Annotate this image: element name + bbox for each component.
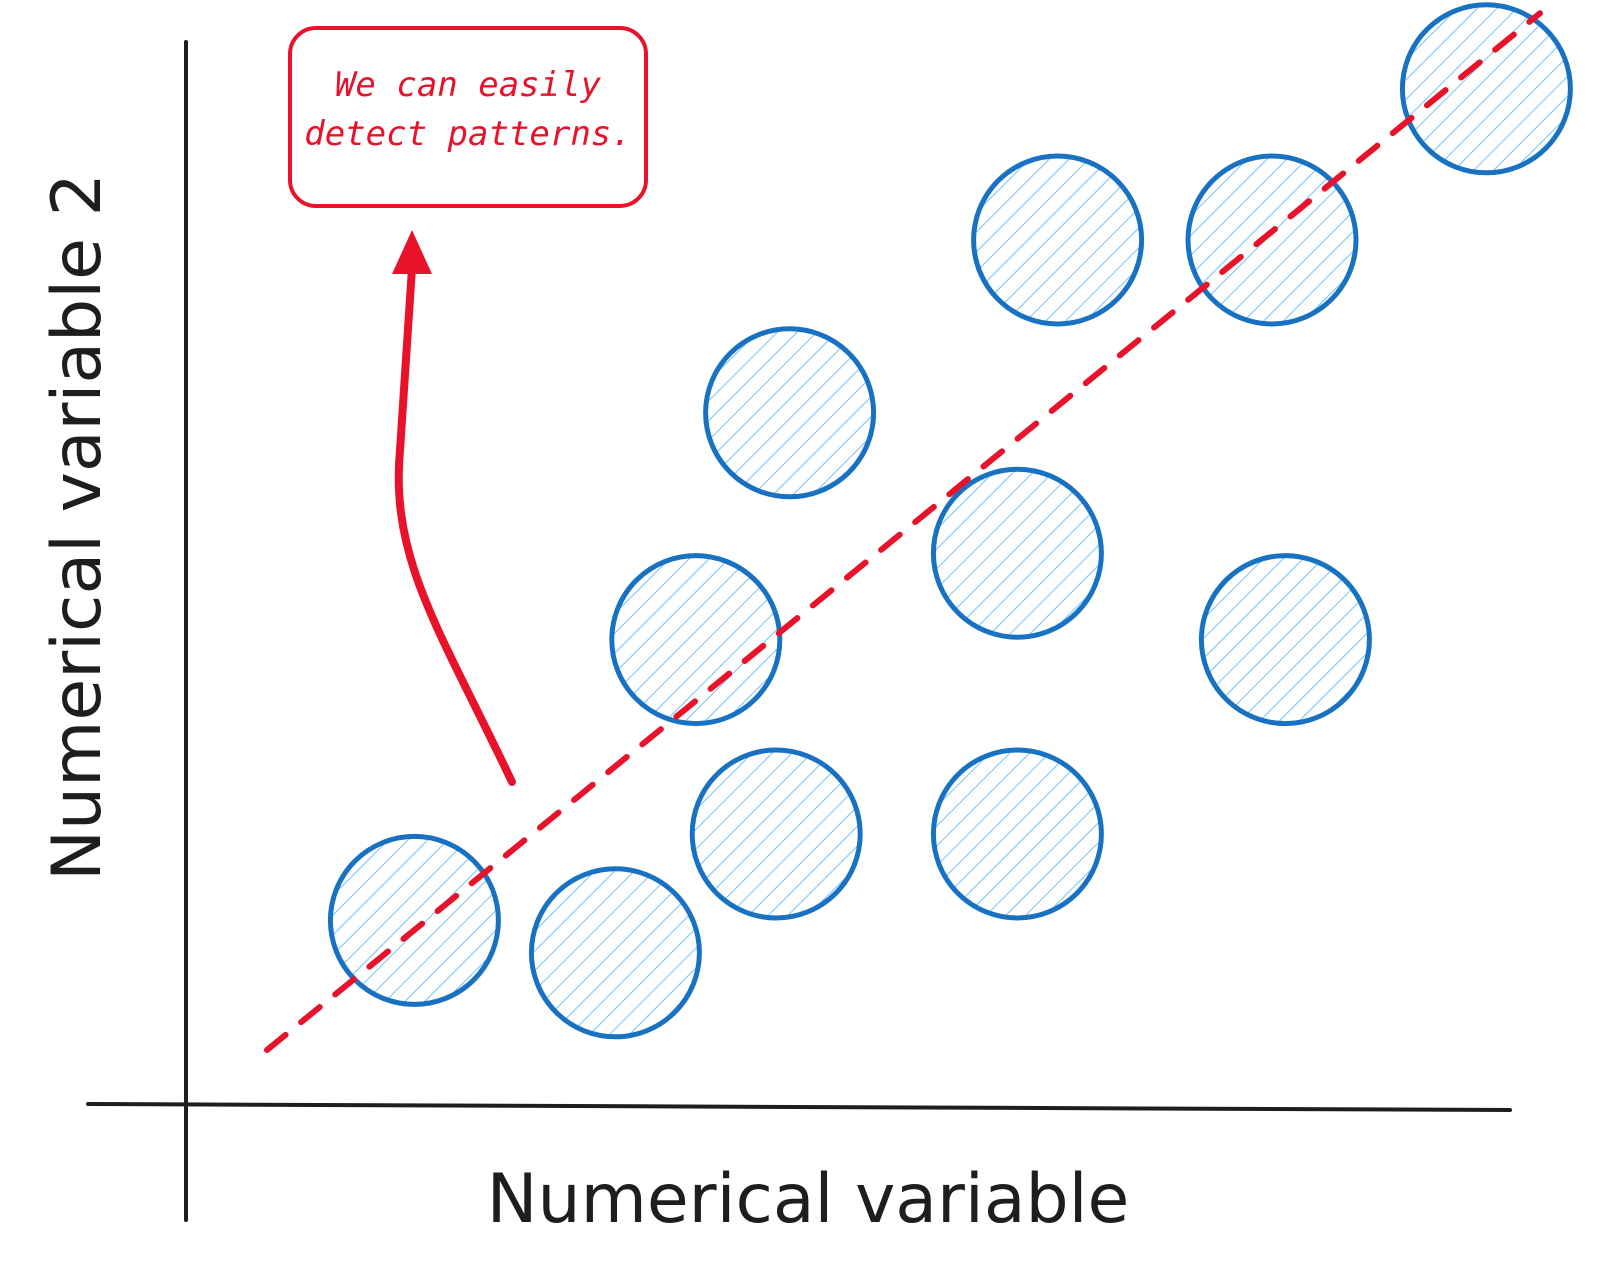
- annotation-arrow: [392, 230, 516, 786]
- scatter-point: [1198, 553, 1372, 727]
- scatter-point: [689, 747, 863, 921]
- scatter-point: [971, 153, 1145, 327]
- points-layer: [327, 2, 1573, 1040]
- scatter-point: [528, 866, 702, 1040]
- x-axis-line: [86, 1102, 1512, 1112]
- scatter-point: [930, 466, 1104, 640]
- x-axis-label: Numerical variable: [487, 1160, 1130, 1239]
- callout-line-1: We can easily: [335, 65, 602, 105]
- callout-line-2: detect patterns.: [304, 114, 632, 154]
- annotation-callout: We can easily detect patterns.: [288, 26, 648, 208]
- scatter-point: [703, 326, 877, 500]
- scatter-point: [1185, 153, 1359, 327]
- arrow-head-icon: [392, 230, 432, 274]
- axes: [86, 40, 1512, 1222]
- scatter-point: [1399, 2, 1573, 176]
- scatter-point: [930, 747, 1104, 921]
- scatter-point: [609, 553, 783, 727]
- trendline: [264, 10, 1543, 1053]
- arrow-shaft: [394, 264, 516, 786]
- y-axis-label: Numerical variable 2: [38, 173, 117, 881]
- trendline-layer: [264, 10, 1543, 1053]
- callout-box: [288, 26, 648, 208]
